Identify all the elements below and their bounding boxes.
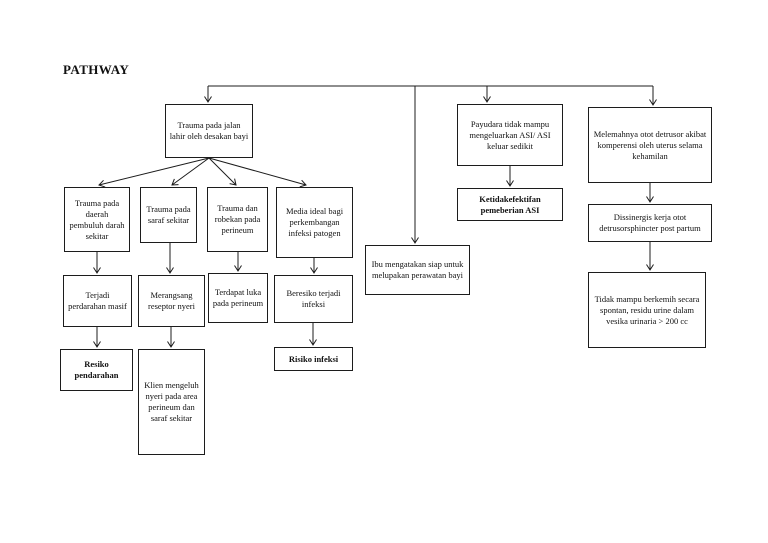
flow-node-trauma-saraf: Trauma pada saraf sekitar (140, 187, 197, 243)
flow-node-trauma-jalan-lahir: Trauma pada jalan lahir oleh desakan bay… (165, 104, 253, 158)
flow-node-terjadi-perdarahan: Terjadi perdarahan masif (63, 275, 132, 327)
flow-node-ketidakefektifan-asi: Ketidakefektifan pemeberian ASI (457, 188, 563, 221)
flow-node-trauma-robekan-perineum: Trauma dan robekan pada perineum (207, 187, 268, 252)
page-title: PATHWAY (63, 62, 130, 77)
flow-node-trauma-pembuluh-darah: Trauma pada daerah pembuluh darah sekita… (64, 187, 130, 252)
flow-node-payudara-asi-sedikit: Payudara tidak mampu mengeluarkan ASI/ A… (457, 104, 563, 166)
flow-node-terdapat-luka: Terdapat luka pada perineum (208, 273, 268, 323)
flow-node-melemahnya-otot: Melemahnya otot detrusor akibat komperen… (588, 107, 712, 183)
connector-fan-to-saraf (171, 157, 210, 186)
flow-node-resiko-pendarahan: Resiko pendarahan (60, 349, 133, 391)
flow-node-beresiko-infeksi: Beresiko terjadi infeksi (274, 275, 353, 323)
flow-node-risiko-infeksi: Risiko infeksi (274, 347, 353, 371)
flow-node-merangsang-reseptor: Merangsang reseptor nyeri (138, 275, 205, 327)
flow-node-dissinergis-kerja-otot: Dissinergis kerja otot detrusorsphincter… (588, 204, 712, 242)
flow-node-media-ideal-infeksi: Media ideal bagi perkembangan infeksi pa… (276, 187, 353, 258)
connector-fan-to-media-ideal (208, 157, 307, 188)
connector-fan-to-pembuluh-darah (98, 157, 210, 188)
flow-node-tidak-mampu-berkemih: Tidak mampu berkemih secara spontan, res… (588, 272, 706, 348)
flow-node-ibu-siap-perawatan: Ibu mengatakan siap untuk melupakan pera… (365, 245, 470, 295)
flow-node-klien-mengeluh-nyeri: Klien mengeluh nyeri pada area perineum … (138, 349, 205, 455)
connector-fan-to-robekan (208, 157, 237, 186)
